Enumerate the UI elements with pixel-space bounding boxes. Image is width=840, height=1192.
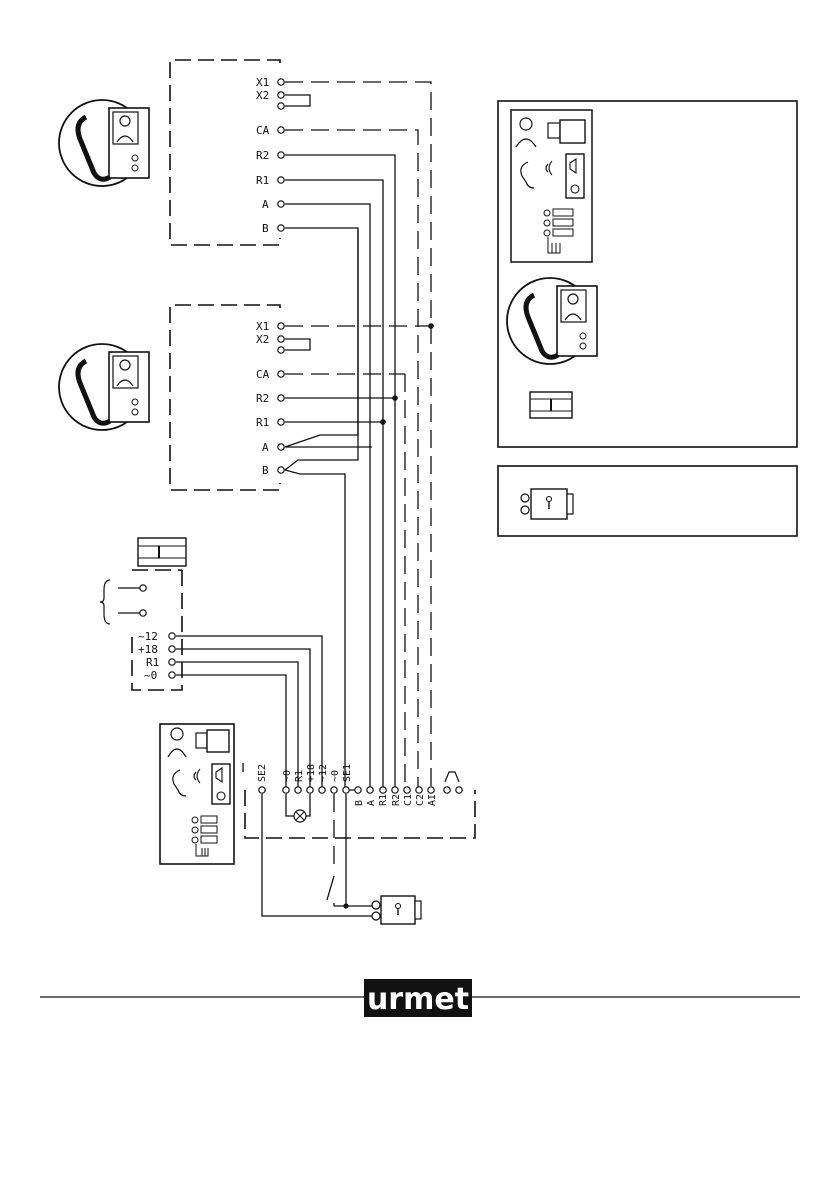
terminal-label: R2 (256, 392, 269, 405)
terminal-label: ~0 (144, 669, 157, 682)
footer: urmet (40, 979, 800, 1017)
terminal-label: A (262, 198, 269, 211)
terminal-label: X1 (256, 320, 269, 333)
terminal-label: B (262, 222, 269, 235)
terminal-label: R1 (146, 656, 159, 669)
monitor-2: X1 X2 CA R2 R1 A B (59, 305, 310, 490)
handset-monitor-icon (507, 278, 597, 364)
terminal-label: ~12 (138, 630, 158, 643)
terminal-label: SE2 (257, 764, 268, 782)
terminal-label: X1 (256, 76, 269, 89)
entrance-panel-icon (160, 724, 234, 864)
terminal-label: X2 (256, 89, 269, 102)
terminal-label: CA (256, 124, 270, 137)
legend-panel (498, 101, 797, 447)
terminal-label: ~12 (318, 764, 329, 782)
terminal-label: +18 (306, 764, 317, 782)
terminal-label: SE1 (342, 764, 353, 782)
terminal-label: X2 (256, 333, 269, 346)
terminal-label: AI (427, 794, 438, 806)
terminal-label: C1 (403, 794, 414, 806)
terminal-label: A (366, 800, 377, 806)
terminal-label: B (354, 800, 365, 806)
terminal-label: R1 (294, 770, 305, 782)
terminal-label: R2 (391, 794, 402, 806)
terminal-label: A (262, 441, 269, 454)
legend-lock-panel (498, 466, 797, 536)
handset-monitor-icon (59, 344, 149, 430)
terminal-label: ~0 (282, 770, 293, 782)
power-supply-icon (138, 538, 186, 566)
switch-icon (327, 876, 334, 906)
door-lock-icon (372, 896, 421, 924)
terminal-label: ~0 (330, 770, 341, 782)
terminal-label: C2 (415, 794, 426, 806)
entrance-panel-terminals: SE2 ~0 R1 +18 ~12 ~0 SE1 B A R1 R2 C1 C2… (243, 763, 475, 838)
monitor-1: X1 X2 CA R2 R1 A B (59, 60, 310, 245)
terminal-label: R1 (378, 794, 389, 806)
lamp-icon (294, 810, 306, 822)
terminal-label: +18 (138, 643, 158, 656)
terminal-label: R1 (256, 416, 269, 429)
handset-monitor-icon (59, 100, 149, 186)
terminal-label: B (262, 464, 269, 477)
terminal-label: R1 (256, 174, 269, 187)
power-supply-icon (530, 392, 572, 418)
brand-logo: urmet (364, 979, 472, 1017)
terminal-label: R2 (256, 149, 269, 162)
bus-wiring (285, 82, 434, 790)
terminal-label: CA (256, 368, 270, 381)
brand-logo-text: urmet (367, 982, 469, 1017)
